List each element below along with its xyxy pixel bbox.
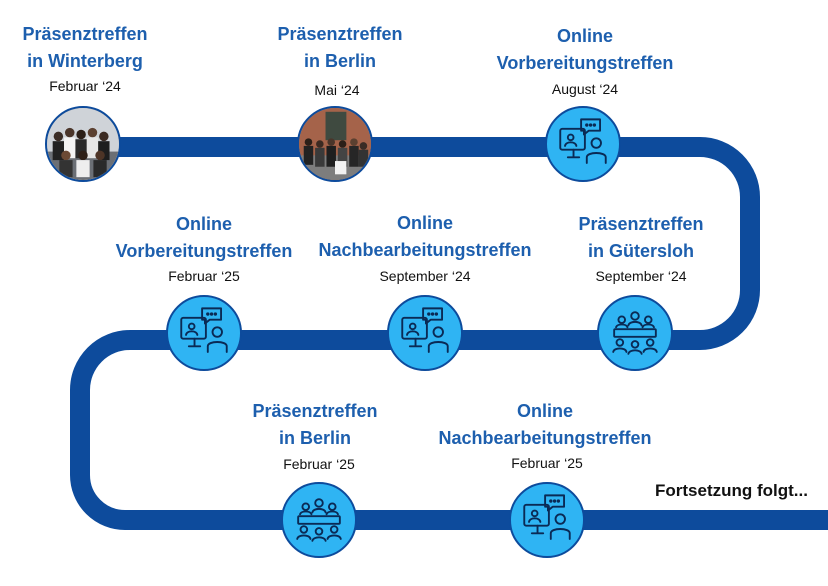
- milestone-8-date: Februar ‘25: [511, 455, 583, 471]
- milestone-2-photo: [297, 106, 373, 182]
- meeting-table-icon: [597, 295, 673, 371]
- meeting-table-icon: [281, 482, 357, 558]
- milestone-1-photo: [45, 106, 121, 182]
- milestone-4-date: September ‘24: [595, 268, 687, 284]
- video-call-icon: [166, 295, 242, 371]
- video-call-icon: [509, 482, 585, 558]
- milestone-6-date: Februar ‘25: [168, 268, 240, 284]
- continue-label: Fortsetzung folgt...: [655, 481, 808, 500]
- milestone-5-date: September ‘24: [379, 268, 471, 284]
- video-call-icon: [545, 106, 621, 182]
- milestone-2-date: Mai ‘24: [314, 82, 360, 98]
- video-call-icon: [387, 295, 463, 371]
- milestone-1-date: Februar ‘24: [49, 78, 121, 94]
- milestone-3-date: August ‘24: [551, 81, 619, 97]
- milestone-7-date: Februar ‘25: [283, 456, 355, 472]
